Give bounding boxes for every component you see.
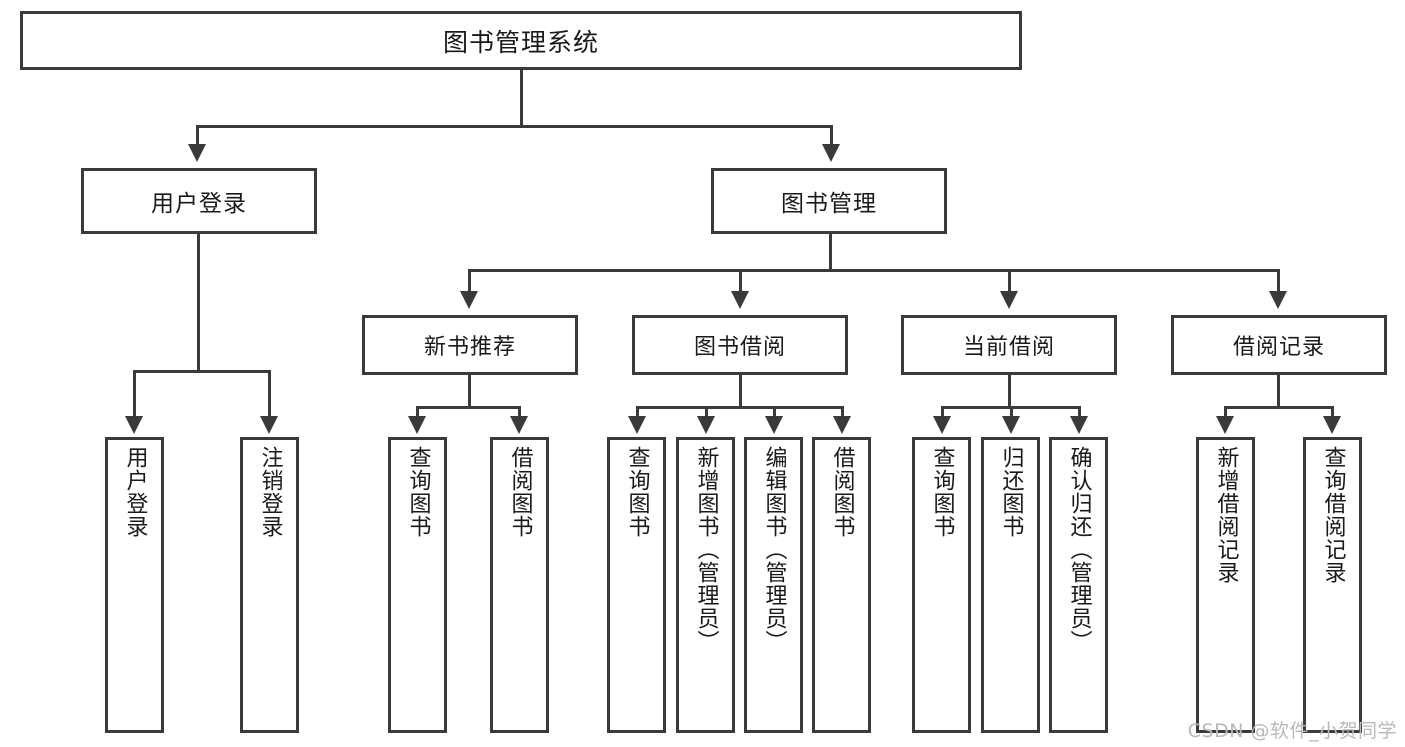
arrow-to-leaf-add-book [697, 416, 715, 434]
arrow-to-book-management [822, 144, 840, 162]
node-leaf-query-book-2[interactable]: 查询图书 [607, 437, 666, 733]
node-label: 借阅记录 [1232, 335, 1325, 360]
node-leaf-borrow-book-2[interactable]: 借阅图书 [812, 437, 871, 733]
connector-bb-drop-1 [636, 406, 639, 418]
connector-book-management-stem [829, 234, 832, 271]
arrow-to-leaf-borrow-book-2 [833, 416, 851, 434]
node-label: 借阅图书 [829, 446, 855, 538]
arrow-to-new-book-recommend [460, 291, 478, 309]
connector-bb-drop-4 [841, 406, 844, 418]
node-label: 新增图书（管理员） [693, 446, 719, 653]
node-book-borrow[interactable]: 图书借阅 [632, 315, 848, 375]
arrow-to-leaf-query-book-1 [408, 416, 426, 434]
arrow-to-leaf-return-book [1002, 416, 1020, 434]
node-book-management[interactable]: 图书管理 [711, 168, 947, 234]
node-root-book-management-system[interactable]: 图书管理系统 [20, 11, 1022, 70]
node-leaf-logout-login[interactable]: 注销登录 [240, 437, 299, 733]
connector-br-drop-1 [1224, 406, 1227, 418]
connector-cb-stem [1008, 375, 1011, 408]
arrow-to-leaf-query-book-3 [933, 416, 951, 434]
node-leaf-add-borrow-record[interactable]: 新增借阅记录 [1196, 437, 1255, 733]
arrow-to-borrow-record [1269, 291, 1287, 309]
connector-nbr-bar [416, 406, 521, 409]
connector-bb-stem [739, 375, 742, 408]
arrow-to-leaf-add-borrow-record [1216, 416, 1234, 434]
connector-bm-drop-2 [739, 269, 742, 293]
node-label: 编辑图书（管理员） [761, 446, 787, 653]
connector-br-bar [1224, 406, 1334, 409]
node-label: 新书推荐 [423, 335, 516, 360]
connector-root-stem [520, 70, 523, 125]
node-label: 图书管理系统 [442, 27, 599, 57]
node-label: 查询借阅记录 [1320, 446, 1346, 584]
arrow-to-user-login [188, 144, 206, 162]
node-label: 查询图书 [405, 446, 431, 538]
node-leaf-user-login[interactable]: 用户登录 [105, 437, 164, 733]
node-label: 用户登录 [151, 191, 247, 217]
connector-user-login-drop-1 [133, 370, 136, 418]
connector-bb-drop-2 [705, 406, 708, 418]
arrow-to-leaf-borrow-book-1 [510, 416, 528, 434]
node-label: 注销登录 [257, 446, 283, 538]
connector-root-to-user-login [196, 125, 199, 146]
connector-nbr-stem [468, 375, 471, 408]
arrow-to-book-borrow [731, 291, 749, 309]
arrow-to-leaf-edit-book [765, 416, 783, 434]
connector-bb-bar [636, 406, 844, 409]
node-label: 新增借阅记录 [1213, 446, 1239, 584]
node-new-book-recommend[interactable]: 新书推荐 [362, 315, 578, 375]
node-borrow-record[interactable]: 借阅记录 [1171, 315, 1387, 375]
connector-user-login-bar [133, 370, 270, 373]
connector-root-bar [196, 125, 833, 128]
arrow-to-leaf-query-book-2 [628, 416, 646, 434]
node-leaf-return-book[interactable]: 归还图书 [981, 437, 1040, 733]
connector-br-stem [1277, 375, 1280, 408]
connector-cb-drop-2 [1010, 406, 1013, 418]
connector-br-drop-2 [1331, 406, 1334, 418]
connector-root-to-book-management [830, 125, 833, 146]
arrow-to-leaf-user-login [125, 416, 143, 434]
arrow-to-current-borrow [1000, 291, 1018, 309]
node-label: 图书借阅 [693, 335, 786, 360]
connector-cb-drop-1 [941, 406, 944, 418]
connector-user-login-drop-2 [268, 370, 271, 418]
connector-cb-drop-3 [1078, 406, 1081, 418]
node-label: 当前借阅 [962, 335, 1055, 360]
node-leaf-query-book-1[interactable]: 查询图书 [388, 437, 447, 733]
connector-nbr-drop-2 [518, 406, 521, 418]
node-leaf-edit-book[interactable]: 编辑图书（管理员） [744, 437, 803, 733]
node-leaf-query-book-3[interactable]: 查询图书 [912, 437, 971, 733]
connector-bm-drop-3 [1008, 269, 1011, 293]
connector-bb-drop-3 [773, 406, 776, 418]
arrow-to-leaf-logout-login [260, 416, 278, 434]
node-current-borrow[interactable]: 当前借阅 [901, 315, 1117, 375]
node-leaf-confirm-return[interactable]: 确认归还（管理员） [1049, 437, 1108, 733]
arrow-to-leaf-confirm-return [1070, 416, 1088, 434]
connector-nbr-drop-1 [416, 406, 419, 418]
node-leaf-borrow-book-1[interactable]: 借阅图书 [490, 437, 549, 733]
node-leaf-add-book[interactable]: 新增图书（管理员） [676, 437, 735, 733]
node-label: 归还图书 [998, 446, 1024, 538]
node-label: 借阅图书 [507, 446, 533, 538]
node-label: 查询图书 [624, 446, 650, 538]
node-user-login[interactable]: 用户登录 [81, 168, 317, 234]
connector-book-management-bar [468, 269, 1280, 272]
node-label: 图书管理 [781, 191, 877, 217]
connector-bm-drop-4 [1277, 269, 1280, 293]
node-label: 确认归还（管理员） [1066, 446, 1092, 653]
connector-bm-drop-1 [468, 269, 471, 293]
connector-user-login-stem [197, 234, 200, 372]
node-leaf-query-borrow-record[interactable]: 查询借阅记录 [1303, 437, 1362, 733]
node-label: 查询图书 [929, 446, 955, 538]
node-label: 用户登录 [122, 446, 148, 538]
arrow-to-leaf-query-borrow-record [1323, 416, 1341, 434]
